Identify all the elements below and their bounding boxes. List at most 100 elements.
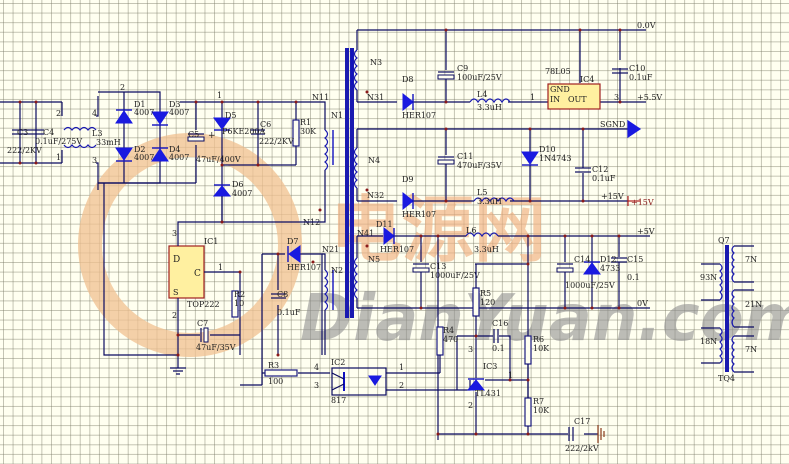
d2-value: 4007 — [134, 153, 154, 162]
d7-diode-icon — [288, 245, 301, 263]
c5-value: 47uF/400V — [196, 155, 241, 164]
d12-value: 4733 — [600, 264, 620, 273]
d8-ref: D8 — [402, 75, 414, 84]
c4-ref: C4 — [43, 128, 54, 137]
tq4-secondary-1: 7N — [745, 255, 757, 264]
svg-text:+: + — [208, 131, 216, 141]
r1-ref: R1 — [300, 118, 311, 127]
ic3-tl431-icon — [466, 379, 486, 391]
ic1-pin-c: C — [194, 269, 201, 279]
d4-diode-icon — [151, 148, 169, 162]
l3-pin4: 4 — [92, 109, 97, 118]
watermark-ring — [78, 133, 302, 357]
c13-ref: C13 — [430, 262, 446, 271]
c10-ref: C10 — [629, 64, 645, 73]
c12-value: 0.1uF — [592, 174, 616, 183]
output-15v: SGND C11 470uF/35V D10 1N4743 C12 0.1uF … — [357, 119, 654, 219]
c9-value: 100uF/25V — [457, 73, 502, 82]
c17-value: 222/2kV — [565, 444, 599, 453]
tq4-secondary-3: 7N — [745, 345, 757, 354]
tq4-ref: TQ4 — [718, 374, 735, 383]
ground-icon — [170, 367, 186, 375]
r5-resistor — [472, 287, 480, 317]
output-5v5: D8 HER107 C9 100uF/25V L4 3.3uH 78L05 IC… — [357, 21, 662, 120]
r3-resistor — [264, 369, 298, 377]
d6-ref: D6 — [232, 180, 244, 189]
sgnd-port-icon — [627, 119, 642, 139]
c4-value: 0.1uF/275V — [35, 137, 82, 146]
l3-pin2: 2 — [56, 109, 61, 118]
d2-diode-icon — [115, 147, 133, 161]
d5-diode-icon — [213, 117, 231, 130]
d9-ref: D9 — [402, 175, 414, 184]
bridge-rectifier: D1 4007 D3 4007 D2 4007 D4 4007 2 — [98, 83, 189, 184]
ic3-pin1: 1 — [508, 371, 513, 380]
l3-value: 33mH — [96, 138, 121, 147]
rail-plus5v: +5V — [637, 227, 655, 236]
d1-ref: D1 — [134, 100, 146, 109]
d1-value: 4007 — [134, 108, 154, 117]
optocoupler-ic2: IC2 817 4 3 1 2 — [314, 358, 471, 405]
c14-ref: C14 — [574, 255, 590, 264]
ic2-pin4: 4 — [314, 363, 319, 372]
winding-n5: N5 — [368, 255, 380, 264]
d11-value: HER107 — [380, 245, 414, 254]
ic4-pin-in: IN — [550, 95, 560, 104]
tq4-primary-2: 18N — [700, 337, 717, 346]
c11-value: 470uF/35V — [457, 161, 502, 170]
rail-0v0: 0.0V — [637, 21, 656, 30]
clamp-network: + C5 47uF/400V D5 P6KE200A C6 222/2KV R1… — [98, 91, 322, 222]
main-transformer: N3 N4 N5 N1 N2 N11 N12 N21 N31 N32 N41 — [303, 30, 384, 355]
r2-value: 10 — [234, 299, 244, 308]
tq4-core-label: Q7 — [718, 236, 730, 245]
d5-ref: D5 — [225, 111, 237, 120]
ic1-ref: IC1 — [204, 237, 218, 246]
winding-n2: N2 — [331, 266, 343, 275]
r4-value: 470 — [443, 335, 458, 344]
r5-ref: R5 — [480, 289, 491, 298]
c5-ref: C5 — [188, 130, 199, 139]
c8-value: 0.1uF — [277, 308, 301, 317]
ic1-pin3: 3 — [172, 229, 177, 238]
ic4-pin-out: OUT — [568, 95, 587, 104]
r2-resistor — [231, 290, 239, 318]
ic2-pin2: 2 — [399, 381, 404, 390]
rail-5v5: +5.5V — [637, 93, 662, 102]
d10-zener-icon — [521, 151, 539, 165]
d5-value: P6KE200A — [222, 127, 266, 136]
c15-ref: C15 — [627, 255, 643, 264]
l6-ref: L6 — [466, 226, 476, 235]
l3-ref: L3 — [92, 129, 102, 138]
l6-value: 3.3uH — [474, 245, 499, 254]
c16-value: 0.1 — [492, 344, 505, 353]
c13-value: 1000uF/25V — [430, 271, 480, 280]
d10-value: 1N4743 — [539, 154, 571, 163]
l5-value: 3.3uH — [477, 197, 502, 206]
watermark-en: DianYuan.com — [300, 282, 789, 356]
d11-diode-icon — [383, 226, 395, 246]
r6-value: 10K — [533, 344, 550, 353]
d8-value: HER107 — [402, 111, 436, 120]
c16-ref: C16 — [492, 319, 508, 328]
node-n41: N41 — [357, 229, 374, 238]
r7-ref: R7 — [533, 397, 544, 406]
d9-value: HER107 — [402, 210, 436, 219]
r3-ref: R3 — [268, 361, 279, 370]
ic4-78l05 — [547, 83, 601, 110]
r3-value: 100 — [268, 377, 283, 386]
d7-ref: D7 — [287, 237, 299, 246]
c15-value: 0.1 — [627, 273, 640, 282]
d7-value: HER107 — [287, 263, 321, 272]
l3-pin3: 3 — [92, 156, 97, 165]
l3-pin1: 1 — [56, 153, 61, 162]
d3-diode-icon — [151, 111, 169, 125]
r6-ref: R6 — [533, 335, 544, 344]
ic1-top222 — [168, 245, 205, 299]
r7-value: 10K — [533, 406, 550, 415]
input-filter: C3 222/2KV C4 0.1uF/275V L3 33mH 2 1 4 3 — [0, 96, 121, 190]
c8-ref: C8 — [277, 290, 288, 299]
d10-ref: D10 — [539, 145, 556, 154]
c10-value: 0.1uF — [629, 73, 653, 82]
r5-value: 120 — [480, 298, 495, 307]
ic3-value: TL431 — [475, 389, 501, 398]
